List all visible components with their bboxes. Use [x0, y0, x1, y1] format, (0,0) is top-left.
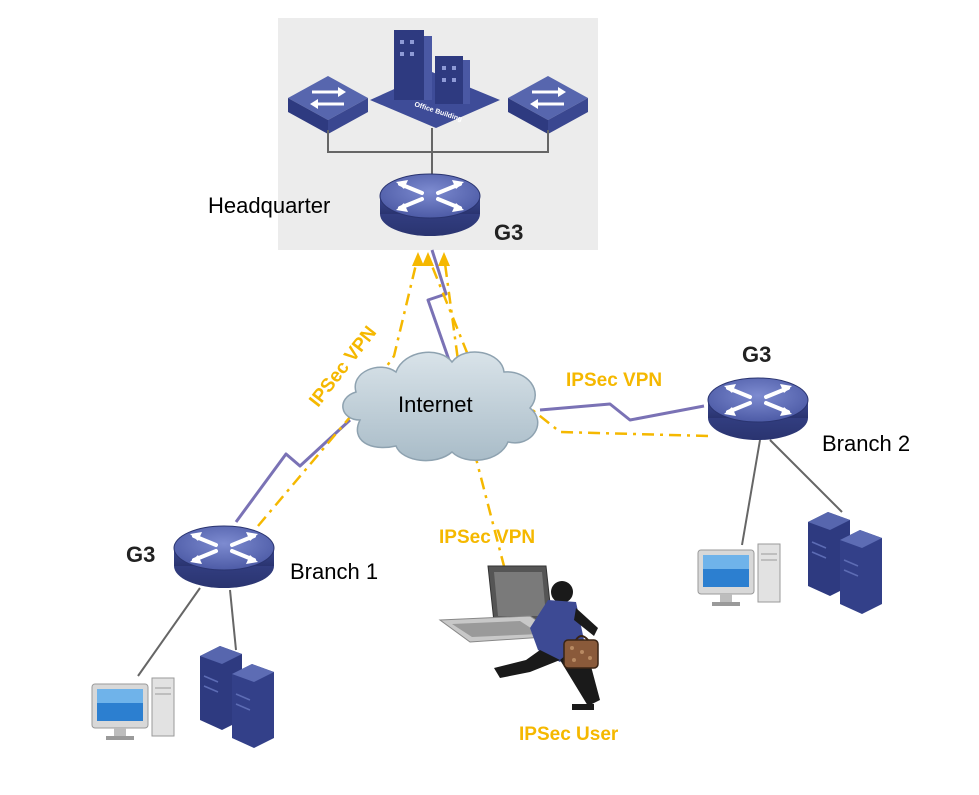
- vpn-label-user: IPSec VPN: [439, 527, 535, 548]
- lightning-link-icon: [426, 249, 458, 381]
- hq-router-icon: [378, 172, 482, 238]
- vpn-tunnel-branch2: [426, 255, 709, 438]
- laptop-icon: [438, 565, 562, 643]
- ipsec-user-label: IPSec User: [519, 724, 619, 745]
- branch1-monitor-icon: [91, 677, 175, 741]
- headquarter-label: Headquarter: [208, 193, 330, 218]
- lightning-link-icon: [539, 402, 705, 422]
- internet-label: Internet: [398, 392, 473, 417]
- branch1-router-label: G3: [126, 542, 155, 567]
- branch2-label: Branch 2: [822, 431, 910, 456]
- branch1-server-icon: [199, 645, 275, 749]
- office-building-icon: Office Building: [370, 30, 500, 128]
- lightning-link-icon: [234, 418, 352, 523]
- cloud-icon: [342, 351, 539, 462]
- hq-router-label: G3: [494, 220, 523, 245]
- branch1-router-icon: [172, 524, 276, 590]
- branch2-router-icon: [706, 376, 810, 442]
- vpn-label-branch2: IPSec VPN: [566, 370, 662, 391]
- branch2-router-label: G3: [742, 342, 771, 367]
- briefcase-icon: [563, 635, 599, 669]
- branch2-server-icon: [807, 511, 883, 615]
- branch2-monitor-icon: [697, 543, 781, 607]
- branch1-label: Branch 1: [290, 559, 378, 584]
